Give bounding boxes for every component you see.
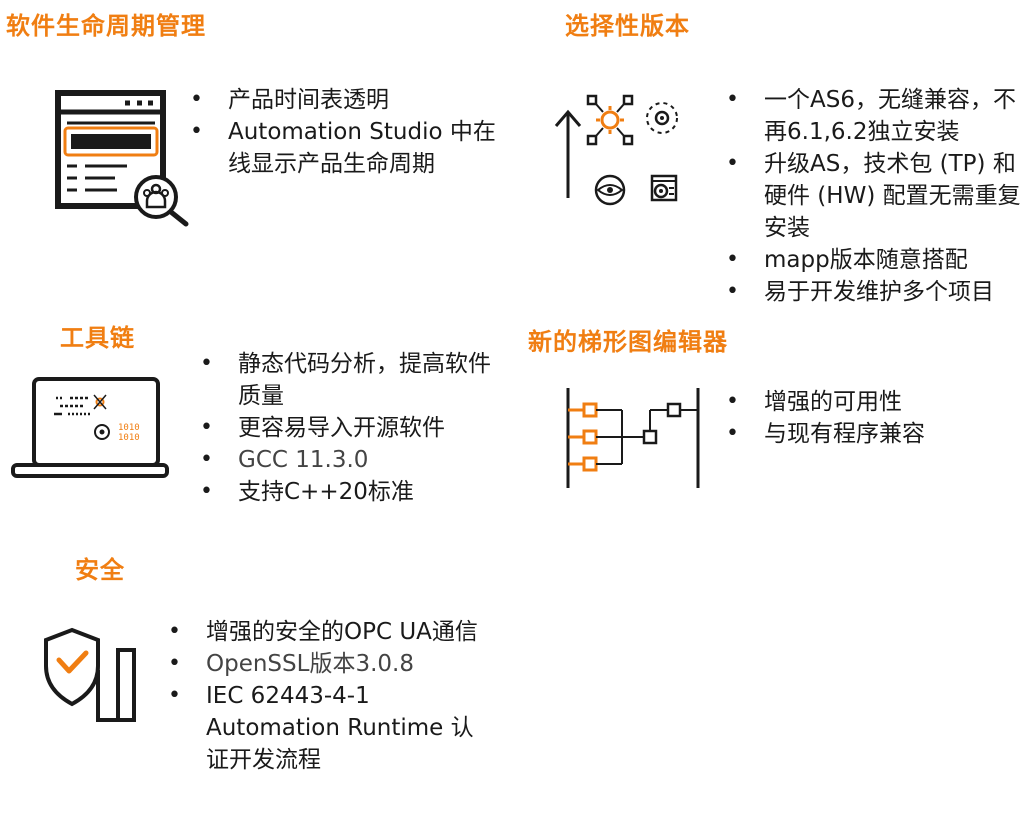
list-item: IEC 62443-4-1 Automation Runtime 认证开发流程 — [168, 680, 478, 776]
ladder-bullets: 增强的可用性 与现有程序兼容 — [726, 386, 1026, 450]
svg-text:1010: 1010 — [118, 433, 140, 443]
list-item: 更容易导入开源软件 — [200, 412, 500, 444]
list-item: 与现有程序兼容 — [726, 418, 1026, 450]
list-item: Automation Studio 中在线显示产品生命周期 — [190, 116, 510, 180]
version-upgrade-icons — [554, 94, 678, 206]
list-item: 产品时间表透明 — [190, 84, 510, 116]
list-item: OpenSSL版本3.0.8 — [168, 648, 478, 680]
toolchain-bullets: 静态代码分析，提高软件质量 更容易导入开源软件 GCC 11.3.0 支持C++… — [200, 348, 500, 508]
gear-document-icon — [650, 174, 678, 202]
list-item: 易于开发维护多个项目 — [726, 276, 1031, 308]
list-item: 支持C++20标准 — [200, 476, 500, 508]
svg-text:1010: 1010 — [118, 423, 140, 433]
ladder-diagram-icon — [566, 388, 700, 488]
list-item: mapp版本随意搭配 — [726, 244, 1031, 276]
list-item: GCC 11.3.0 — [200, 444, 500, 476]
list-item: 一个AS6，无缝兼容，不再6.1,6.2独立安装 — [726, 84, 1031, 148]
network-sun-icon — [586, 94, 634, 146]
lifecycle-title: 软件生命周期管理 — [6, 12, 206, 40]
laptop-code-icon: 1010 1010 — [11, 377, 169, 478]
versions-bullets: 一个AS6，无缝兼容，不再6.1,6.2独立安装 升级AS，技术包 (TP) 和… — [726, 84, 1031, 308]
security-title: 安全 — [75, 556, 125, 584]
browser-search-people-icon — [55, 90, 189, 227]
security-bullets: 增强的安全的OPC UA通信 OpenSSL版本3.0.8 IEC 62443-… — [168, 616, 478, 776]
list-item: 升级AS，技术包 (TP) 和硬件 (HW) 配置无需重复安装 — [726, 148, 1031, 244]
list-item: 增强的安全的OPC UA通信 — [168, 616, 478, 648]
ladder-title: 新的梯形图编辑器 — [528, 328, 728, 356]
list-item: 静态代码分析，提高软件质量 — [200, 348, 500, 412]
gear-cycle-icon — [646, 102, 678, 134]
toolchain-title: 工具链 — [60, 324, 135, 352]
lifecycle-bullets: 产品时间表透明 Automation Studio 中在线显示产品生命周期 — [190, 84, 510, 180]
list-item: 增强的可用性 — [726, 386, 1026, 418]
versions-title: 选择性版本 — [565, 12, 690, 40]
shield-check-icon — [44, 627, 136, 722]
eye-icon — [594, 174, 626, 206]
